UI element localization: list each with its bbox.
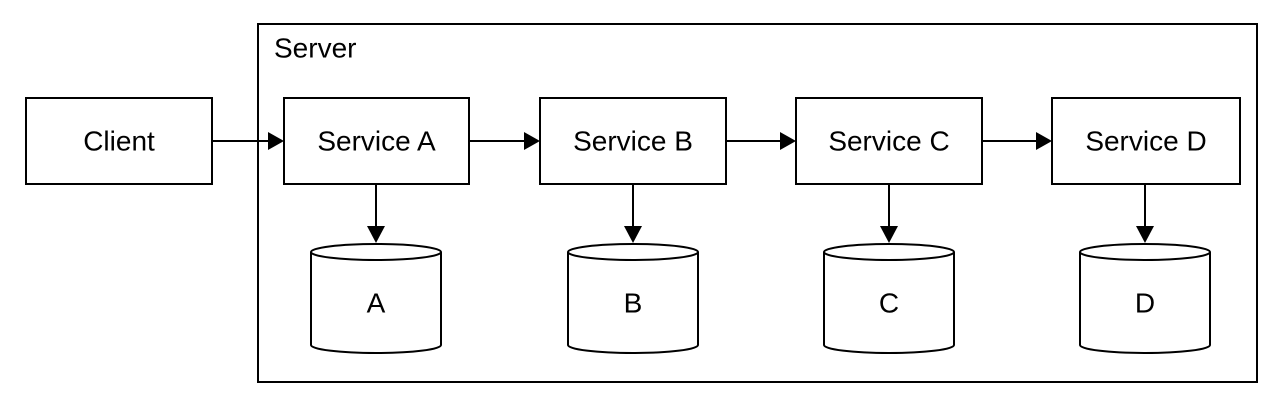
arrow-service-a-to-db-a	[367, 184, 385, 243]
database-d-top	[1079, 243, 1211, 261]
arrow-client-to-service-a	[212, 132, 284, 150]
arrow-head	[268, 132, 284, 150]
client-box	[25, 97, 213, 185]
arrow-service-a-to-b	[469, 132, 540, 150]
database-a-label: A	[367, 288, 386, 319]
service-c-box	[795, 97, 983, 185]
arrow-service-d-to-db-d	[1136, 184, 1154, 243]
service-a-node: Service A	[283, 97, 470, 185]
database-c-body	[823, 252, 955, 354]
arrow-head	[780, 132, 796, 150]
server-container-label: Server	[274, 33, 356, 64]
arrow-service-c-to-db-c	[880, 184, 898, 243]
arrow-service-c-to-d	[982, 132, 1052, 150]
service-c-label: Service C	[828, 126, 949, 157]
service-d-node: Service D	[1051, 97, 1241, 185]
service-c-node: Service C	[795, 97, 983, 185]
arrow-service-b-to-db-b	[624, 184, 642, 243]
service-a-label: Service A	[317, 126, 436, 157]
database-c-top	[823, 243, 955, 261]
service-a-box	[283, 97, 470, 185]
client-label: Client	[83, 126, 155, 157]
database-c: C	[823, 243, 955, 354]
service-b-label: Service B	[573, 126, 693, 157]
database-b-label: B	[624, 288, 643, 319]
database-b-body	[567, 252, 699, 354]
arrow-head	[1136, 226, 1154, 243]
service-d-box	[1051, 97, 1241, 185]
database-d-label: D	[1135, 288, 1155, 319]
database-d-body	[1079, 252, 1211, 354]
arrow-head	[524, 132, 540, 150]
arrow-head	[880, 226, 898, 243]
arrow-service-b-to-c	[726, 132, 796, 150]
arrow-head	[367, 226, 385, 243]
client-node: Client	[25, 97, 213, 185]
service-d-label: Service D	[1085, 126, 1206, 157]
database-d: D	[1079, 243, 1211, 354]
arrow-head	[624, 226, 642, 243]
database-b-top	[567, 243, 699, 261]
service-b-node: Service B	[539, 97, 727, 185]
database-a-top	[310, 243, 442, 261]
arrow-head	[1036, 132, 1052, 150]
database-b: B	[567, 243, 699, 354]
database-c-label: C	[879, 288, 899, 319]
database-a-body	[310, 252, 442, 354]
database-a: A	[310, 243, 442, 354]
